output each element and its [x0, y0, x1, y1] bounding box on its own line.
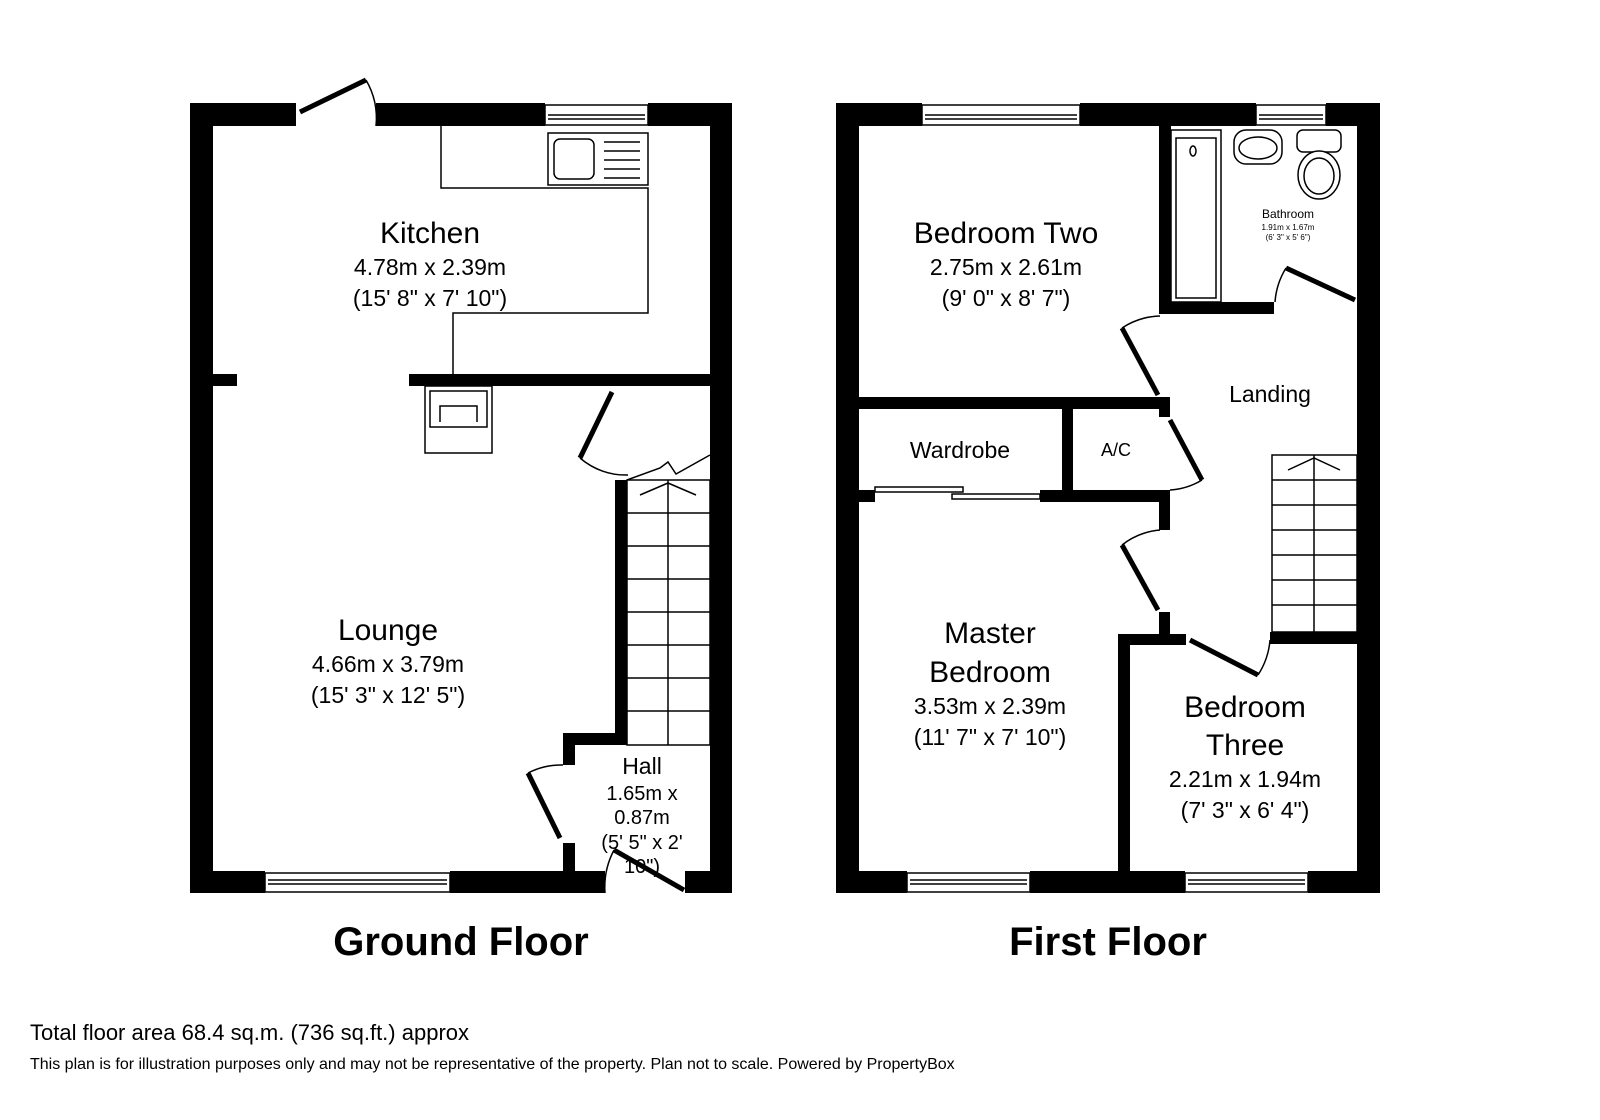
wall [1080, 103, 1256, 126]
room-size-metric: 0.87m [614, 807, 670, 829]
wall [685, 871, 732, 893]
wall [1308, 871, 1380, 893]
room-size-metric: 2.21m x 1.94m [1169, 766, 1321, 792]
room-size-metric: 4.78m x 2.39m [354, 254, 506, 280]
window [906, 872, 1031, 893]
window [544, 104, 649, 126]
room-size-imperial: (15' 3" x 12' 5") [311, 682, 465, 708]
wall [1030, 871, 1185, 893]
floor-label-first: First Floor [1009, 920, 1207, 964]
room-size-metric: 4.66m x 3.79m [312, 651, 464, 677]
understairs-door [577, 390, 629, 476]
wall [563, 843, 575, 893]
wall [409, 374, 710, 386]
first-floor-plan: Bedroom Two 2.75m x 2.61m (9' 0" x 8' 7"… [836, 103, 1380, 964]
room-name-ac: A/C [1101, 440, 1131, 460]
wall [190, 871, 265, 893]
back-door [298, 77, 378, 127]
wall [563, 733, 627, 745]
wall [190, 103, 296, 126]
wall [1159, 302, 1274, 314]
wall [1159, 397, 1170, 417]
room-name-bedroom-two: Bedroom Two [914, 217, 1099, 250]
ground-floor-plan: Kitchen 4.78m x 2.39m (15' 8" x 7' 10") … [190, 77, 732, 964]
toilet [1296, 129, 1342, 200]
room-name-kitchen: Kitchen [380, 217, 480, 250]
bathroom-door [1274, 265, 1357, 303]
window [921, 104, 1081, 126]
floor-label-ground: Ground Floor [333, 920, 589, 964]
first-floor-stairs [1271, 454, 1358, 633]
window [264, 872, 451, 893]
sink [547, 132, 649, 186]
wall [1357, 103, 1380, 893]
room-name-bedroom-three: Three [1206, 729, 1284, 762]
wall [1270, 632, 1357, 644]
bath [1170, 129, 1222, 303]
room-name-bathroom: Bathroom [1262, 207, 1314, 221]
ac-door [1167, 418, 1205, 491]
wall [836, 103, 859, 893]
wall [1040, 490, 1170, 502]
bedroom-two-door [1119, 315, 1161, 397]
wall [376, 103, 545, 126]
room-name-wardrobe: Wardrobe [910, 437, 1010, 463]
wall [190, 103, 213, 893]
wall [615, 480, 627, 745]
total-floor-area: Total floor area 68.4 sq.m. (736 sq.ft.)… [30, 1020, 470, 1045]
room-size-metric: 3.53m x 2.39m [914, 693, 1066, 719]
room-size-imperial: (9' 0" x 8' 7") [942, 285, 1071, 311]
fireplace [424, 385, 493, 454]
front-door [604, 847, 686, 894]
kitchen-worktop [440, 126, 649, 374]
room-name-hall: Hall [622, 753, 662, 779]
wall [1118, 634, 1130, 871]
ground-floor-stairs [626, 454, 711, 746]
wall [1118, 634, 1186, 645]
disclaimer: This plan is for illustration purposes o… [30, 1056, 955, 1073]
hall-lounge-door [525, 764, 564, 840]
room-size-imperial: (11' 7" x 7' 10") [914, 724, 1067, 750]
room-size-metric: 1.91m x 1.67m [1262, 223, 1315, 232]
wall [836, 871, 907, 893]
room-size-metric: 2.75m x 2.61m [930, 254, 1082, 280]
wall [1062, 409, 1073, 502]
wardrobe-sliding-doors [874, 486, 1041, 500]
room-size-imperial: (15' 8" x 7' 10") [353, 285, 507, 311]
wall [1159, 612, 1170, 634]
room-size-imperial: (7' 3" x 6' 4") [1181, 797, 1310, 823]
window [1255, 104, 1327, 126]
room-name-master-bedroom: Bedroom [929, 656, 1051, 689]
wall [450, 871, 605, 893]
basin [1233, 129, 1283, 165]
room-name-landing: Landing [1229, 381, 1311, 407]
room-name-master-bedroom: Master [944, 617, 1036, 650]
room-size-imperial: (5' 5" x 2' [601, 832, 682, 854]
room-size-imperial: 10") [624, 856, 660, 878]
room-size-imperial: (6' 3" x 5' 6") [1266, 233, 1311, 242]
wall [563, 733, 575, 765]
bedroom-three-door [1188, 637, 1271, 678]
wall [1159, 126, 1171, 314]
room-size-metric: 1.65m x [606, 783, 677, 805]
wall [213, 374, 237, 386]
wall [1159, 502, 1170, 530]
room-name-lounge: Lounge [338, 614, 438, 647]
room-name-bedroom-three: Bedroom [1184, 691, 1306, 724]
wall [859, 490, 875, 502]
window [1184, 872, 1309, 893]
wall [859, 397, 1170, 409]
wall [710, 103, 732, 893]
master-bedroom-door [1119, 529, 1161, 612]
